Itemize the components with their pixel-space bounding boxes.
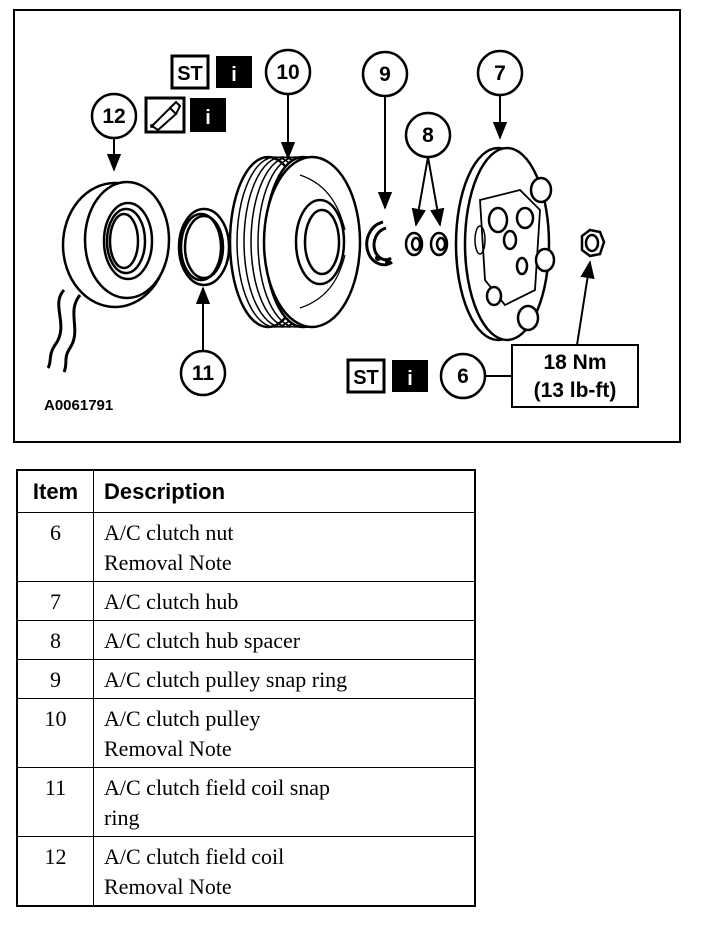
pulley-part — [228, 155, 362, 329]
row-description: A/C clutch pulley snap ring — [93, 659, 476, 699]
svg-text:12: 12 — [102, 105, 125, 128]
parts-legend-table: Item Description 6 A/C clutch nut Remova… — [16, 469, 476, 907]
clutch-hub-part — [454, 146, 556, 342]
table-row: 10 A/C clutch pulley Removal Note — [16, 698, 476, 768]
hub-spacers-part — [404, 231, 449, 257]
torque-imperial: (13 lb-ft) — [534, 379, 617, 402]
lubricate-badge — [144, 96, 186, 134]
svg-text:7: 7 — [494, 62, 506, 85]
svg-text:i: i — [205, 107, 211, 129]
svg-text:9: 9 — [379, 63, 391, 86]
svg-text:ST: ST — [353, 367, 379, 389]
row-item: 9 — [16, 659, 94, 699]
row-item: 7 — [16, 581, 94, 621]
svg-text:11: 11 — [192, 362, 215, 385]
info-badge: i — [190, 98, 226, 132]
callout-11: 11 — [179, 349, 227, 397]
field-coil-part — [46, 180, 171, 373]
callout-9: 9 — [361, 50, 409, 98]
table-row: 6 A/C clutch nut Removal Note — [16, 512, 476, 582]
special-tool-badge: ST — [346, 358, 386, 394]
row-item: 12 — [16, 836, 94, 907]
svg-text:8: 8 — [422, 124, 434, 147]
figure-id: A0061791 — [44, 397, 113, 414]
svg-text:6: 6 — [457, 365, 469, 388]
callout-6: 6 — [439, 352, 487, 400]
table-row: 8 A/C clutch hub spacer — [16, 620, 476, 660]
header-description: Description — [93, 469, 476, 513]
row-item: 6 — [16, 512, 94, 582]
callout-10: 10 — [264, 48, 312, 96]
info-badge: i — [392, 360, 428, 392]
row-description: A/C clutch nut Removal Note — [93, 512, 476, 582]
svg-text:i: i — [231, 64, 237, 86]
svg-text:10: 10 — [276, 61, 299, 84]
exploded-view-figure: 12 10 9 8 7 11 6 ST i — [0, 0, 704, 450]
svg-text:i: i — [407, 368, 413, 390]
table-row: 12 A/C clutch field coil Removal Note — [16, 836, 476, 907]
row-item: 10 — [16, 698, 94, 768]
clutch-nut-part — [580, 228, 606, 258]
table-header-row: Item Description — [16, 469, 476, 513]
header-item: Item — [16, 469, 94, 513]
torque-metric: 18 Nm — [543, 351, 606, 374]
row-description: A/C clutch pulley Removal Note — [93, 698, 476, 768]
svg-text:ST: ST — [177, 63, 203, 85]
row-description: A/C clutch field coil Removal Note — [93, 836, 476, 907]
callout-8: 8 — [404, 111, 452, 159]
leader-lines — [106, 94, 595, 377]
callout-12: 12 — [90, 92, 138, 140]
info-badge: i — [216, 56, 252, 88]
special-tool-badge: ST — [170, 54, 210, 90]
row-item: 8 — [16, 620, 94, 660]
torque-spec-box: 18 Nm (13 lb-ft) — [511, 344, 639, 408]
row-description: A/C clutch hub spacer — [93, 620, 476, 660]
table-row: 11 A/C clutch field coil snap ring — [16, 767, 476, 837]
table-row: 7 A/C clutch hub — [16, 581, 476, 621]
pulley-snap-ring-part — [365, 220, 393, 267]
table-row: 9 A/C clutch pulley snap ring — [16, 659, 476, 699]
row-description: A/C clutch field coil snap ring — [93, 767, 476, 837]
callout-7: 7 — [476, 49, 524, 97]
row-description: A/C clutch hub — [93, 581, 476, 621]
row-item: 11 — [16, 767, 94, 837]
